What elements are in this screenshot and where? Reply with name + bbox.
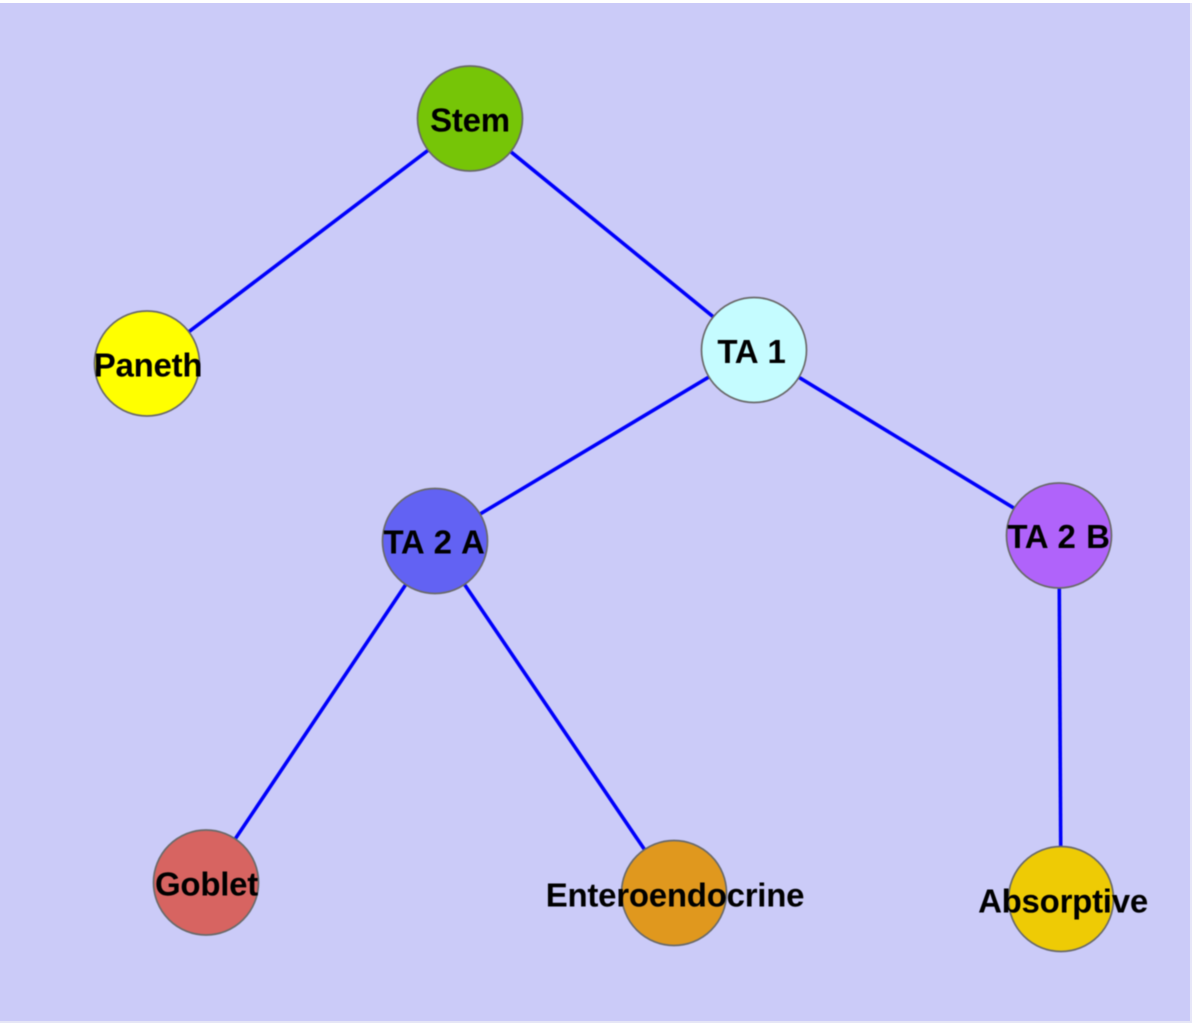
svg-text:Absorptive: Absorptive (978, 883, 1148, 920)
svg-text:Goblet: Goblet (155, 866, 258, 903)
svg-text:TA 2 A: TA 2 A (383, 524, 484, 561)
svg-text:Paneth: Paneth (94, 347, 203, 384)
svg-text:TA 2 B: TA 2 B (1007, 518, 1109, 555)
svg-text:Stem: Stem (430, 102, 510, 139)
svg-text:Enteroendocrine: Enteroendocrine (546, 877, 804, 914)
svg-text:TA 1: TA 1 (717, 333, 785, 370)
